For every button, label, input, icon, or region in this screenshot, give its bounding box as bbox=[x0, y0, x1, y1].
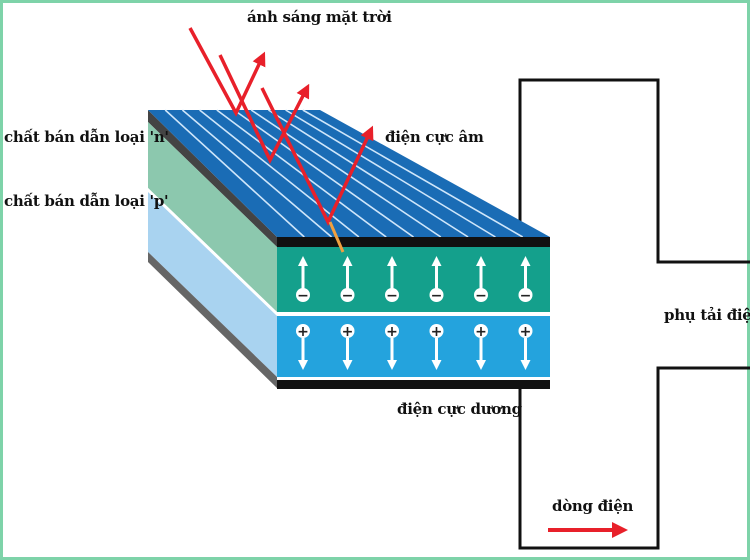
sunlight-rays bbox=[188, 27, 374, 227]
svg-text:+: + bbox=[520, 324, 532, 340]
svg-text:−: − bbox=[520, 288, 532, 304]
hole-charge: + bbox=[296, 324, 310, 370]
load-label: phụ tải điện bbox=[664, 306, 750, 324]
svg-text:−: − bbox=[342, 288, 354, 304]
n-type-label: chất bán dẫn loại 'n' bbox=[4, 128, 169, 146]
hole-charge: + bbox=[340, 324, 355, 370]
svg-text:+: + bbox=[297, 324, 309, 340]
hole-charge: + bbox=[474, 324, 488, 370]
hole-charge: + bbox=[518, 324, 533, 370]
side-n-layer bbox=[148, 122, 277, 312]
hole-charge: + bbox=[429, 324, 444, 370]
svg-text:−: − bbox=[386, 288, 398, 304]
side-p-layer bbox=[148, 192, 277, 377]
svg-text:−: − bbox=[475, 288, 487, 304]
svg-text:−: − bbox=[297, 288, 309, 304]
electron-charge: − bbox=[518, 256, 533, 304]
p-layer-front bbox=[277, 316, 550, 377]
electron-charge: − bbox=[429, 256, 444, 304]
n-layer-front bbox=[277, 247, 550, 312]
electron-path bbox=[328, 221, 345, 253]
current-label: dòng điện bbox=[552, 497, 634, 515]
positive-electrode-label: điện cực dương bbox=[397, 400, 522, 418]
svg-text:+: + bbox=[431, 324, 443, 340]
p-type-label: chất bán dẫn loại 'p' bbox=[4, 192, 169, 210]
svg-text:+: + bbox=[342, 324, 354, 340]
negative-electrode-bar bbox=[277, 237, 550, 247]
sunlight-label: ánh sáng mặt trời bbox=[247, 8, 392, 26]
electron-charge: − bbox=[340, 256, 355, 304]
hole-charge: + bbox=[385, 324, 399, 370]
electron-charge: − bbox=[385, 256, 399, 304]
wire-positive bbox=[518, 366, 750, 550]
electron-charge: − bbox=[296, 256, 310, 304]
side-bottom-edge bbox=[148, 252, 277, 388]
svg-text:−: − bbox=[431, 288, 443, 304]
negative-electrode-label: điện cực âm bbox=[385, 128, 484, 146]
side-top-edge bbox=[148, 110, 277, 247]
svg-text:+: + bbox=[386, 324, 398, 340]
electron-charge: − bbox=[474, 256, 488, 304]
positive-electrode-bar bbox=[277, 380, 550, 389]
svg-text:+: + bbox=[475, 324, 487, 340]
wire-negative bbox=[518, 78, 750, 264]
